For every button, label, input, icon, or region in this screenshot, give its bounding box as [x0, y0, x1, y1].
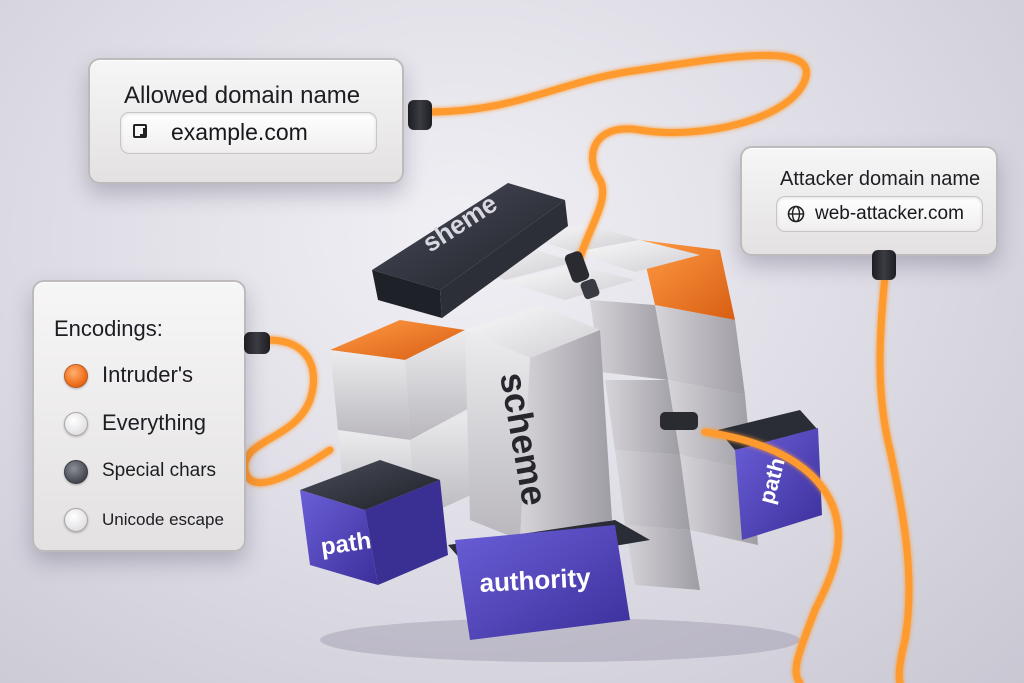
allowed-domain-cable — [424, 51, 810, 262]
radio-unselected[interactable] — [64, 460, 88, 484]
encoding-option-label: Intruder's — [102, 362, 194, 387]
encodings-card: Encodings: Intruder's Everything Special… — [32, 280, 246, 552]
encoding-option-special-chars[interactable]: Special chars — [34, 454, 244, 488]
attacker-card-plug — [872, 250, 896, 280]
rubiks-cube — [300, 183, 822, 640]
radio-unselected[interactable] — [64, 508, 88, 532]
path-left-block — [300, 490, 378, 585]
encodings-cable — [241, 336, 334, 487]
encodings-title: Encodings: — [54, 316, 163, 341]
authority-label: authority — [479, 562, 592, 598]
attacker-domain-title: Attacker domain name — [780, 168, 981, 190]
cube-connector-right — [660, 412, 698, 430]
allowed-domain-card: Allowed domain name example.com — [88, 58, 404, 184]
document-icon — [133, 124, 147, 138]
encoding-option-everything[interactable]: Everything — [34, 406, 244, 440]
radio-unselected[interactable] — [64, 412, 88, 436]
attacker-domain-card: Attacker domain name web-attacker.com — [740, 146, 998, 256]
scheme-block-top — [465, 305, 600, 358]
encoding-option-label: Everything — [102, 410, 206, 435]
attacker-domain-cable — [876, 271, 913, 683]
allowed-card-plug — [408, 100, 432, 130]
allowed-domain-title: Allowed domain name — [124, 82, 361, 109]
attacker-domain-value: web-attacker.com — [815, 203, 964, 224]
encoding-option-intruders[interactable]: Intruder's — [34, 358, 244, 392]
scheme-block-front — [465, 330, 530, 540]
path-right-block — [735, 428, 822, 540]
path-cable — [701, 428, 842, 683]
cube-shadow — [320, 618, 800, 662]
radio-selected[interactable] — [64, 364, 88, 388]
encodings-card-plug — [244, 332, 270, 354]
allowed-domain-value: example.com — [171, 119, 308, 145]
globe-icon — [787, 205, 805, 223]
encoding-option-unicode-escape[interactable]: Unicode escape — [34, 502, 244, 536]
authority-block — [455, 525, 630, 640]
attacker-domain-field[interactable]: web-attacker.com — [776, 196, 983, 232]
encoding-option-label: Special chars — [102, 460, 217, 481]
encoding-option-label: Unicode escape — [102, 510, 224, 529]
allowed-domain-field[interactable]: example.com — [120, 112, 377, 154]
cube-connector-top — [564, 251, 590, 283]
